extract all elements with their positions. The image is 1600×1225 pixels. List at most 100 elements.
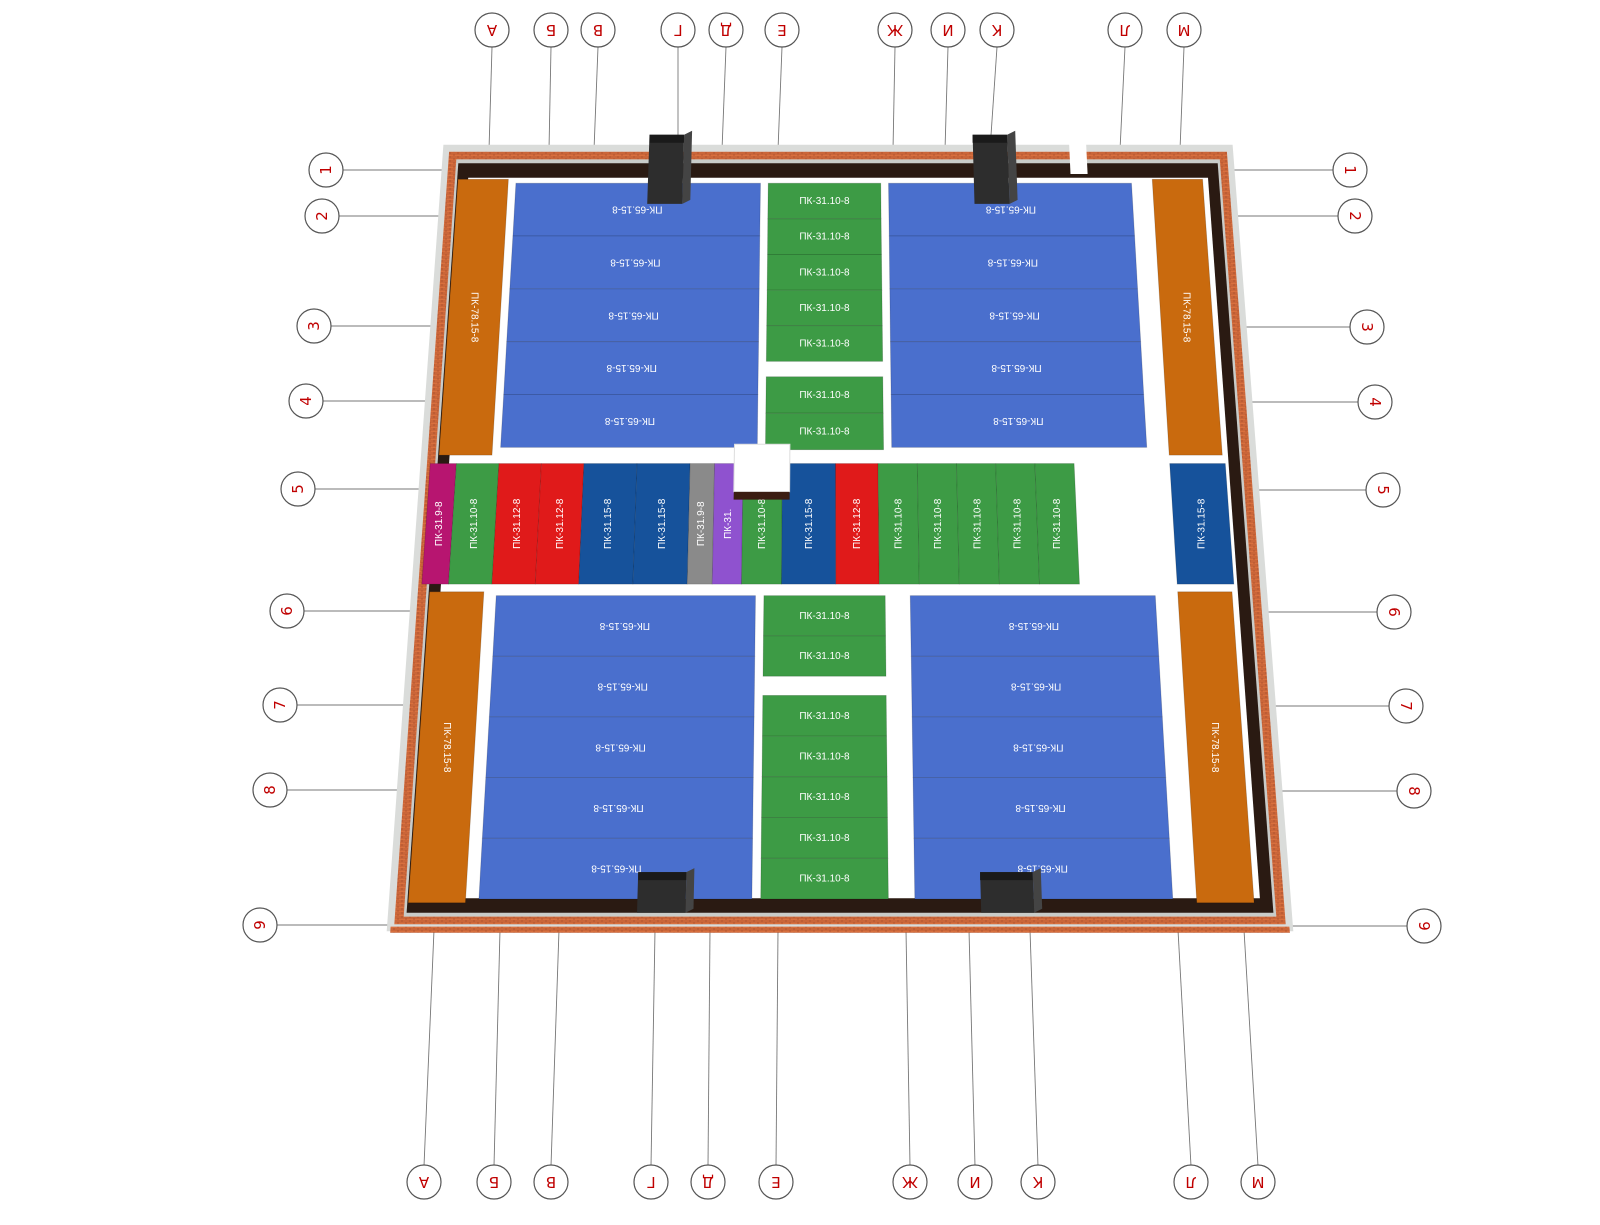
axis-bubble-top-m: М [1166,12,1202,48]
slab-label: ПК-65.15-8 [985,204,1036,215]
axis-bubble-bottom-m: М [1240,1164,1276,1200]
leader-line [777,46,783,151]
leader-line [944,46,949,151]
axis-label: Л [1119,21,1130,39]
opening-block [733,443,791,500]
axis-label: В [546,1173,556,1191]
slab-label: ПК-65.15-8 [610,256,661,267]
slab-label: ПК-65.15-8 [608,309,659,320]
slab-label: ПК-65.15-8 [1008,620,1059,631]
axis-label: Г [673,21,682,39]
axis-label: Е [771,1173,780,1191]
slab-center-bottom-b-4: ПК-31.10-8 [760,817,889,859]
axis-bubble-right-5: 5 [1365,472,1401,508]
slab-label: ПК-31.12-8 [512,498,523,549]
slab-label: ПК-31.10-8 [469,498,480,549]
slab-center-top-b-1: ПК-31.10-8 [765,376,884,414]
slab-top-left-3: ПК-65.15-8 [506,288,760,343]
axis-bubble-top-b: Б [533,12,569,48]
slab-middle-right: ПК-31.15-8 [1169,463,1235,585]
slab-center-top-a-3: ПК-31.10-8 [766,254,883,291]
slab-label: ПК-65.15-8 [597,681,648,692]
axis-label: В [593,21,603,39]
slab-center-bottom-a-1: ПК-31.10-8 [762,595,887,637]
axis-label: Л [1185,1173,1196,1191]
slab-label: ПК-31.10-8 [799,792,850,803]
slab-label: ПК-31.10-8 [799,303,850,314]
slab-center-top-a-1: ПК-31.10-8 [767,182,882,220]
slab-top-right-4: ПК-65.15-8 [889,341,1145,395]
slab-center-bottom-b-1: ПК-31.10-8 [761,695,888,737]
leader-line [423,929,435,1167]
axis-bubble-right-3: 3 [1349,309,1385,345]
axis-bubble-bottom-g: Г [633,1164,669,1200]
axis-bubble-bottom-v: В [533,1164,569,1200]
axis-bubble-left-3: 3 [296,308,332,344]
slab-top-left-4: ПК-65.15-8 [503,341,760,395]
chimney-top-g [647,130,693,204]
slab-label: ПК-65.15-8 [1013,741,1064,752]
axis-bubble-top-zh: Ж [877,12,913,48]
slab-label: ПК-65.15-8 [987,256,1038,267]
slab-label: ПК-78.15-8 [1181,292,1192,343]
slab-label: ПК-31.10-8 [893,498,904,549]
slab-label: ПК-65.15-8 [991,362,1042,373]
axis-label: 4 [297,396,315,406]
axis-bubble-bottom-a: А [406,1164,442,1200]
axis-bubble-bottom-k: К [1020,1164,1056,1200]
slab-label: ПК-31.10-8 [799,339,850,350]
slab-label: ПК-31.12-8 [852,498,863,549]
slab-label: ПК-31.10-8 [799,833,850,844]
axis-bubble-left-7: 7 [262,687,298,723]
slab-label: ПК-65.15-8 [591,863,642,874]
axis-bubble-left-4: 4 [288,383,324,419]
slab-label: ПК-31.10-8 [799,390,850,401]
axis-bubble-left-6: 6 [269,593,305,629]
slab-bottom-right-4: ПК-65.15-8 [912,777,1170,839]
leader-line [650,929,656,1167]
slab-bottom-left-2: ПК-65.15-8 [488,655,756,718]
slab-center-bottom-a-2: ПК-31.10-8 [762,635,887,677]
leader-line [989,46,998,151]
axis-label: 8 [261,785,279,795]
slab-bottom-left-4: ПК-65.15-8 [481,777,754,839]
slab-top-left-5: ПК-65.15-8 [500,394,759,448]
leader-line [488,46,493,151]
slab-label: ПК-31.10-8 [799,426,850,437]
axis-bubble-left-9: 9 [242,907,278,943]
slab-label: ПК-31.10-8 [799,874,850,885]
slab-label: ПК-65.15-8 [993,415,1044,426]
slab-side-left-bottom: ПК-78.15-8 [407,591,485,904]
axis-bubble-top-a: А [474,12,510,48]
axis-label: Д [702,1173,714,1191]
slab-top-left-1: ПК-65.15-8 [512,182,761,237]
slab-label: ПК-31.10-8 [799,196,850,207]
slab-center-bottom-b-5: ПК-31.10-8 [760,857,889,900]
slab-label: ПК-65.15-8 [1017,863,1068,874]
axis-label: М [1252,1173,1265,1191]
axis-bubble-right-4: 4 [1357,384,1393,420]
slab-middle-15: ПК-31.10-8 [995,463,1040,585]
leader-line [1243,929,1259,1167]
slab-label: ПК-65.15-8 [989,309,1040,320]
slab-top-right-5: ПК-65.15-8 [890,394,1148,448]
leader-line [1119,46,1126,151]
slab-bottom-right-1: ПК-65.15-8 [909,595,1160,657]
slab-label: ПК-31.9-8 [696,501,707,546]
slab-label: ПК-31.9-8 [434,501,445,546]
leader-line [892,46,896,151]
slab-label: ПК-31.10-8 [933,498,944,549]
leader-line [593,46,599,151]
axis-bubble-top-l: Л [1107,12,1143,48]
slab-center-bottom-b-2: ПК-31.10-8 [761,735,888,778]
axis-label: 3 [1358,322,1376,332]
axis-bubble-bottom-l: Л [1173,1164,1209,1200]
slab-label: ПК-31.10-8 [799,232,850,243]
leader-line [707,929,711,1167]
axis-label: 7 [1397,701,1415,711]
slab-middle-3: ПК-31.12-8 [491,463,542,585]
axis-bubble-right-8: 8 [1396,773,1432,809]
axis-bubble-top-k: К [979,12,1015,48]
axis-bubble-top-i: И [930,12,966,48]
